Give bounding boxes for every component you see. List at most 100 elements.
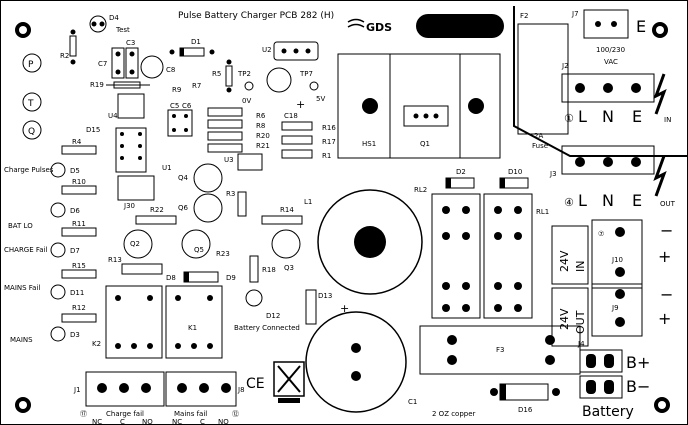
ref-j7: J7 <box>571 10 579 18</box>
capacitors: + C1 <box>305 189 423 413</box>
ic-area: U4 D15 R9 R7 C5 C6 R6 R8 R20 R21 C18 R16… <box>86 82 336 173</box>
ref-c1: C1 <box>408 398 417 406</box>
ref-q6: Q6 <box>178 204 189 212</box>
marker-q: Q <box>28 127 35 137</box>
ref-k1: K1 <box>188 324 197 332</box>
ref-r8: R8 <box>256 122 265 130</box>
j1-label: Charge fail <box>106 410 144 418</box>
battery-minus: B− <box>626 377 650 396</box>
j8-number: ⑫ <box>232 410 239 418</box>
plus-marker: + <box>296 98 305 111</box>
ce-mark: CE <box>246 376 265 392</box>
ref-d12: D12 <box>266 312 280 320</box>
ref-r16: R16 <box>322 124 336 132</box>
label-5v: 5V <box>316 95 325 103</box>
j7-earth: E <box>636 17 646 36</box>
dc-out-plus: + <box>658 309 671 328</box>
j7-voltage: 100/230 <box>596 46 625 54</box>
j2-direction: IN <box>664 116 671 124</box>
ref-j1: J1 <box>73 386 81 394</box>
ref-j3: J3 <box>549 170 557 178</box>
fuse-rating: 2A <box>534 132 543 140</box>
label-0v: 0V <box>242 97 251 105</box>
j1-pin-no: NO <box>142 418 153 425</box>
j1-pin-nc: NC <box>92 418 102 425</box>
ref-q4: Q4 <box>178 174 189 182</box>
ref-r5: R5 <box>212 70 221 78</box>
dc-out-minus: − <box>660 285 673 304</box>
j7-vac: VAC <box>604 58 618 66</box>
ref-d9: D9 <box>226 274 236 282</box>
ref-rl1: RL1 <box>536 208 549 216</box>
ref-r3: R3 <box>226 190 235 198</box>
j3-pin-n: N <box>602 191 614 210</box>
ref-c18: C18 <box>284 112 298 120</box>
ref-r17: R17 <box>322 138 336 146</box>
marker-t: T <box>27 99 34 109</box>
j2-pin-e: E <box>632 107 642 126</box>
ref-r11: R11 <box>72 220 86 228</box>
logo-text: GDS <box>366 21 392 34</box>
dc-out-voltage: 24V <box>558 308 571 330</box>
dc-in-number: ⑦ <box>598 230 604 238</box>
ref-j8: J8 <box>237 386 245 394</box>
dc-in-plus: + <box>658 247 671 266</box>
ref-r2: R2 <box>60 52 69 60</box>
ref-d15: D15 <box>86 126 100 134</box>
battery-terminal: J4 B+ B− Battery <box>577 340 650 420</box>
heatsink-hs1: HS1 Q1 <box>337 53 501 159</box>
ref-r23: R23 <box>216 250 230 258</box>
led-label-d6: BAT LO <box>8 222 33 230</box>
led-label-d7: CHARGE Fail <box>4 246 47 254</box>
battery-plus: B+ <box>626 353 650 372</box>
cap-plus: + <box>340 302 349 315</box>
ref-f2: F2 <box>520 12 528 20</box>
led-ref-d11: D11 <box>70 289 84 297</box>
dc-in-dir: IN <box>574 261 587 272</box>
ref-j30: J30 <box>123 202 135 210</box>
ref-d2: D2 <box>456 168 466 176</box>
ref-f3: F3 <box>496 346 504 354</box>
ref-hs1: HS1 <box>362 140 376 148</box>
ref-d13: D13 <box>318 292 332 300</box>
led-ref-d6: D6 <box>70 207 80 215</box>
j1-number: ⑰ <box>80 410 87 418</box>
j8-label: Mains fail <box>174 410 207 418</box>
dc-in-voltage: 24V <box>558 250 571 272</box>
fuse-label: Fuse <box>532 142 548 150</box>
ref-d8: D8 <box>166 274 176 282</box>
label-pad <box>416 14 504 38</box>
led-ref-d5: D5 <box>70 167 80 175</box>
ref-u1: U1 <box>162 164 172 172</box>
ref-j9: J9 <box>611 304 619 312</box>
battery-label: Battery <box>582 404 634 420</box>
ref-r1: R1 <box>322 152 331 160</box>
ref-c3: C3 <box>126 39 135 47</box>
ref-d1: D1 <box>191 38 201 46</box>
ref-r6: R6 <box>256 112 266 120</box>
led-label-d3: MAINS <box>10 336 33 344</box>
dc-in-minus: − <box>660 221 673 240</box>
ref-r15: R15 <box>72 262 86 270</box>
ref-c7: C7 <box>98 60 107 68</box>
ref-j4: J4 <box>577 340 585 348</box>
j1-pin-c: C <box>120 418 125 425</box>
fuse-f3: F3 <box>419 325 581 375</box>
signal-relays: K2 K1 <box>92 285 223 359</box>
j2-pin-n: N <box>602 107 614 126</box>
ref-c6: C6 <box>182 102 192 110</box>
diode-d16: D16 <box>490 383 560 414</box>
led-ref-d3: D3 <box>70 331 80 339</box>
ref-r12: R12 <box>72 304 86 312</box>
ref-u4: U4 <box>108 112 118 120</box>
crossed-out-bin-icon <box>273 361 305 403</box>
ref-tp2: TP2 <box>237 70 251 78</box>
j3-pin-e: E <box>632 191 642 210</box>
status-leds: D5 Charge Pulses D6 BAT LO D7 CHARGE Fai… <box>4 162 84 344</box>
ref-tp7: TP7 <box>299 70 313 78</box>
gds-logo: GDS <box>347 18 392 34</box>
ref-r20: R20 <box>256 132 270 140</box>
led-ref-d7: D7 <box>70 247 80 255</box>
board-title: Pulse Battery Charger PCB 282 (H) <box>178 11 334 21</box>
